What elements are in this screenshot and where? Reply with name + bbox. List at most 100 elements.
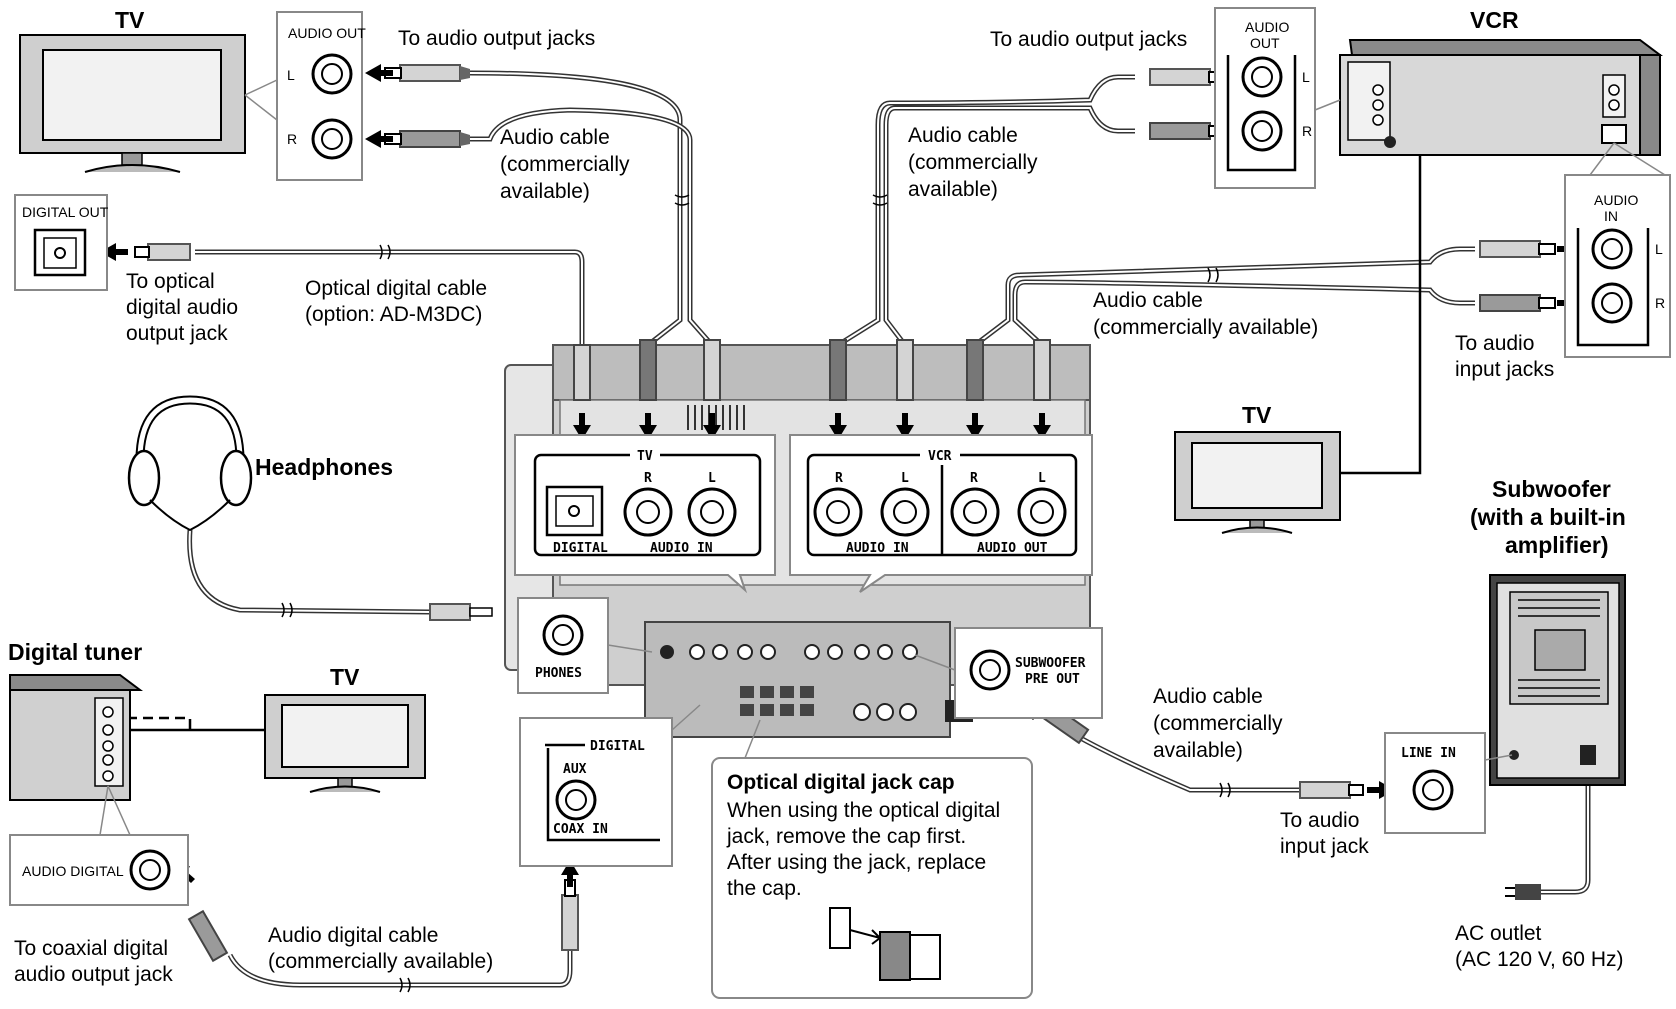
label-audio-digital-cable-1: Audio digital cable	[268, 924, 438, 947]
label-to-optical-2: digital audio	[126, 296, 238, 319]
ac-plug	[1505, 884, 1541, 900]
rca-plug	[1299, 781, 1364, 799]
note-line-4: the cap.	[727, 877, 802, 900]
line-in-panel: LINE IN	[1384, 732, 1513, 834]
digital-aux-coax: COAX IN	[553, 822, 608, 837]
tv-top-left-title: TV	[115, 7, 145, 33]
phones-label: PHONES	[535, 666, 582, 681]
label-to-audio-input-jack-2: input jack	[1280, 835, 1369, 858]
digital-tuner-title: Digital tuner	[8, 639, 142, 665]
label-audio-cable-vcr-in-2: (commercially available)	[1093, 316, 1318, 339]
tv-digital-out-panel: DIGITAL OUT	[14, 194, 109, 291]
tv-audio-out-r: R	[287, 131, 297, 147]
audio-digital-panel: AUDIO DIGITAL	[9, 834, 189, 906]
rca-plug	[384, 130, 470, 148]
label-ac-outlet-2: (AC 120 V, 60 Hz)	[1455, 948, 1623, 971]
labels: To audio output jacks Audio cable (comme…	[14, 27, 1623, 986]
subwoofer-title-3: amplifier)	[1505, 532, 1609, 558]
unit-vcr-l2: L	[1038, 471, 1046, 486]
vcr-audio-in-title-1: AUDIO	[1594, 192, 1638, 208]
label-audio-cable-vcr-2: (commercially	[908, 151, 1038, 174]
rca-plug	[1479, 294, 1556, 312]
vcr-audio-out-panel: AUDIO OUT L R	[1214, 7, 1316, 189]
optical-cap-note: Optical digital jack cap When using the …	[711, 719, 1033, 999]
label-optical-cable-1: Optical digital cable	[305, 277, 487, 300]
unit-vcr-audio-in: AUDIO IN	[846, 541, 909, 556]
digital-aux-title: DIGITAL	[590, 739, 645, 754]
unit-vcr-panel: VCR R L R L AUDIO IN AUDIO OUT	[789, 434, 1093, 593]
label-to-coaxial-2: audio output jack	[14, 963, 173, 986]
unit-tv-title: TV	[637, 449, 653, 464]
rca-plug	[1479, 240, 1556, 258]
label-ac-outlet-1: AC outlet	[1455, 922, 1542, 945]
unit-tv-l: L	[708, 471, 716, 486]
note-title: Optical digital jack cap	[727, 771, 955, 794]
vcr-title: VCR	[1470, 7, 1519, 33]
sub-pre-out-line2: PRE OUT	[1025, 672, 1080, 687]
vcr	[1314, 39, 1666, 176]
headphones	[127, 395, 253, 532]
label-to-optical-1: To optical	[126, 270, 215, 293]
rca-plug	[1149, 122, 1226, 140]
tv-bottom-title: TV	[330, 664, 360, 690]
label-to-audio-input-jacks-1: To audio	[1455, 332, 1534, 355]
vcr-audio-in-r: R	[1655, 295, 1665, 311]
rca-plug	[384, 64, 470, 82]
tv-digital-out-title: DIGITAL OUT	[22, 204, 109, 220]
unit-vcr-title: VCR	[928, 449, 952, 464]
label-audio-cable-vcr-3: available)	[908, 178, 998, 201]
audio-digital-label: AUDIO DIGITAL	[22, 863, 124, 879]
unit-vcr-r1: R	[835, 471, 843, 486]
label-audio-cable-vcr-in-1: Audio cable	[1093, 289, 1203, 312]
tv-right-title: TV	[1242, 402, 1272, 428]
rca-plug	[187, 909, 229, 963]
label-audio-cable-sub-2: (commercially	[1153, 712, 1283, 735]
note-line-3: After using the jack, replace	[727, 851, 986, 874]
digital-aux-panel: DIGITAL AUX COAX IN	[519, 704, 701, 867]
digital-tuner	[9, 674, 143, 836]
plugs	[134, 64, 1556, 963]
vcr-audio-out-l: L	[1302, 69, 1310, 85]
note-line-2: jack, remove the cap first.	[726, 825, 966, 848]
label-to-audio-input-jack-1: To audio	[1280, 809, 1359, 832]
sub-pre-out-line1: SUBWOOFER	[1015, 656, 1086, 671]
unit-vcr-l1: L	[901, 471, 909, 486]
unit-vcr-r2: R	[970, 471, 978, 486]
label-tv-to-audio-output: To audio output jacks	[398, 27, 595, 50]
label-optical-cable-2: (option: AD-M3DC)	[305, 303, 482, 326]
digital-aux-aux: AUX	[563, 762, 587, 777]
tv-right	[1174, 431, 1341, 534]
tv-bottom	[264, 694, 426, 793]
vcr-audio-in-l: L	[1655, 241, 1663, 257]
subwoofer-title-2: (with a built-in	[1470, 504, 1626, 530]
vcr-audio-out-r: R	[1302, 123, 1312, 139]
line-in-label: LINE IN	[1401, 746, 1456, 761]
label-to-audio-input-jacks-2: input jacks	[1455, 358, 1554, 381]
rca-plug	[1149, 68, 1226, 86]
optical-plug	[134, 243, 191, 261]
subwoofer-pre-out-panel: SUBWOOFER PRE OUT	[914, 627, 1103, 719]
vcr-audio-in-title-2: IN	[1604, 208, 1618, 224]
label-audio-cable-sub-1: Audio cable	[1153, 685, 1263, 708]
label-audio-cable-sub-3: available)	[1153, 739, 1243, 762]
label-to-coaxial-1: To coaxial digital	[14, 937, 168, 960]
label-audio-digital-cable-2: (commercially available)	[268, 950, 493, 973]
phones-panel: PHONES	[517, 597, 653, 694]
headphone-plug	[429, 603, 493, 621]
tv-audio-out-panel: AUDIO OUT L R	[276, 11, 366, 181]
tv-audio-out-l: L	[287, 67, 295, 83]
vcr-audio-in-panel: AUDIO IN L R	[1564, 174, 1671, 358]
headphones-title: Headphones	[255, 454, 393, 480]
note-line-1: When using the optical digital	[727, 799, 1000, 822]
vcr-audio-out-title-2: OUT	[1250, 35, 1280, 51]
unit-tv-audio-in: AUDIO IN	[650, 541, 713, 556]
subwoofer	[1489, 574, 1626, 786]
unit-vcr-audio-out: AUDIO OUT	[977, 541, 1048, 556]
label-audio-cable-tv-1: Audio cable	[500, 126, 610, 149]
rca-plug	[561, 879, 579, 951]
label-to-optical-3: output jack	[126, 322, 228, 345]
subwoofer-title-1: Subwoofer	[1492, 476, 1611, 502]
label-audio-cable-vcr-1: Audio cable	[908, 124, 1018, 147]
tv-audio-out-title: AUDIO OUT	[288, 25, 366, 41]
